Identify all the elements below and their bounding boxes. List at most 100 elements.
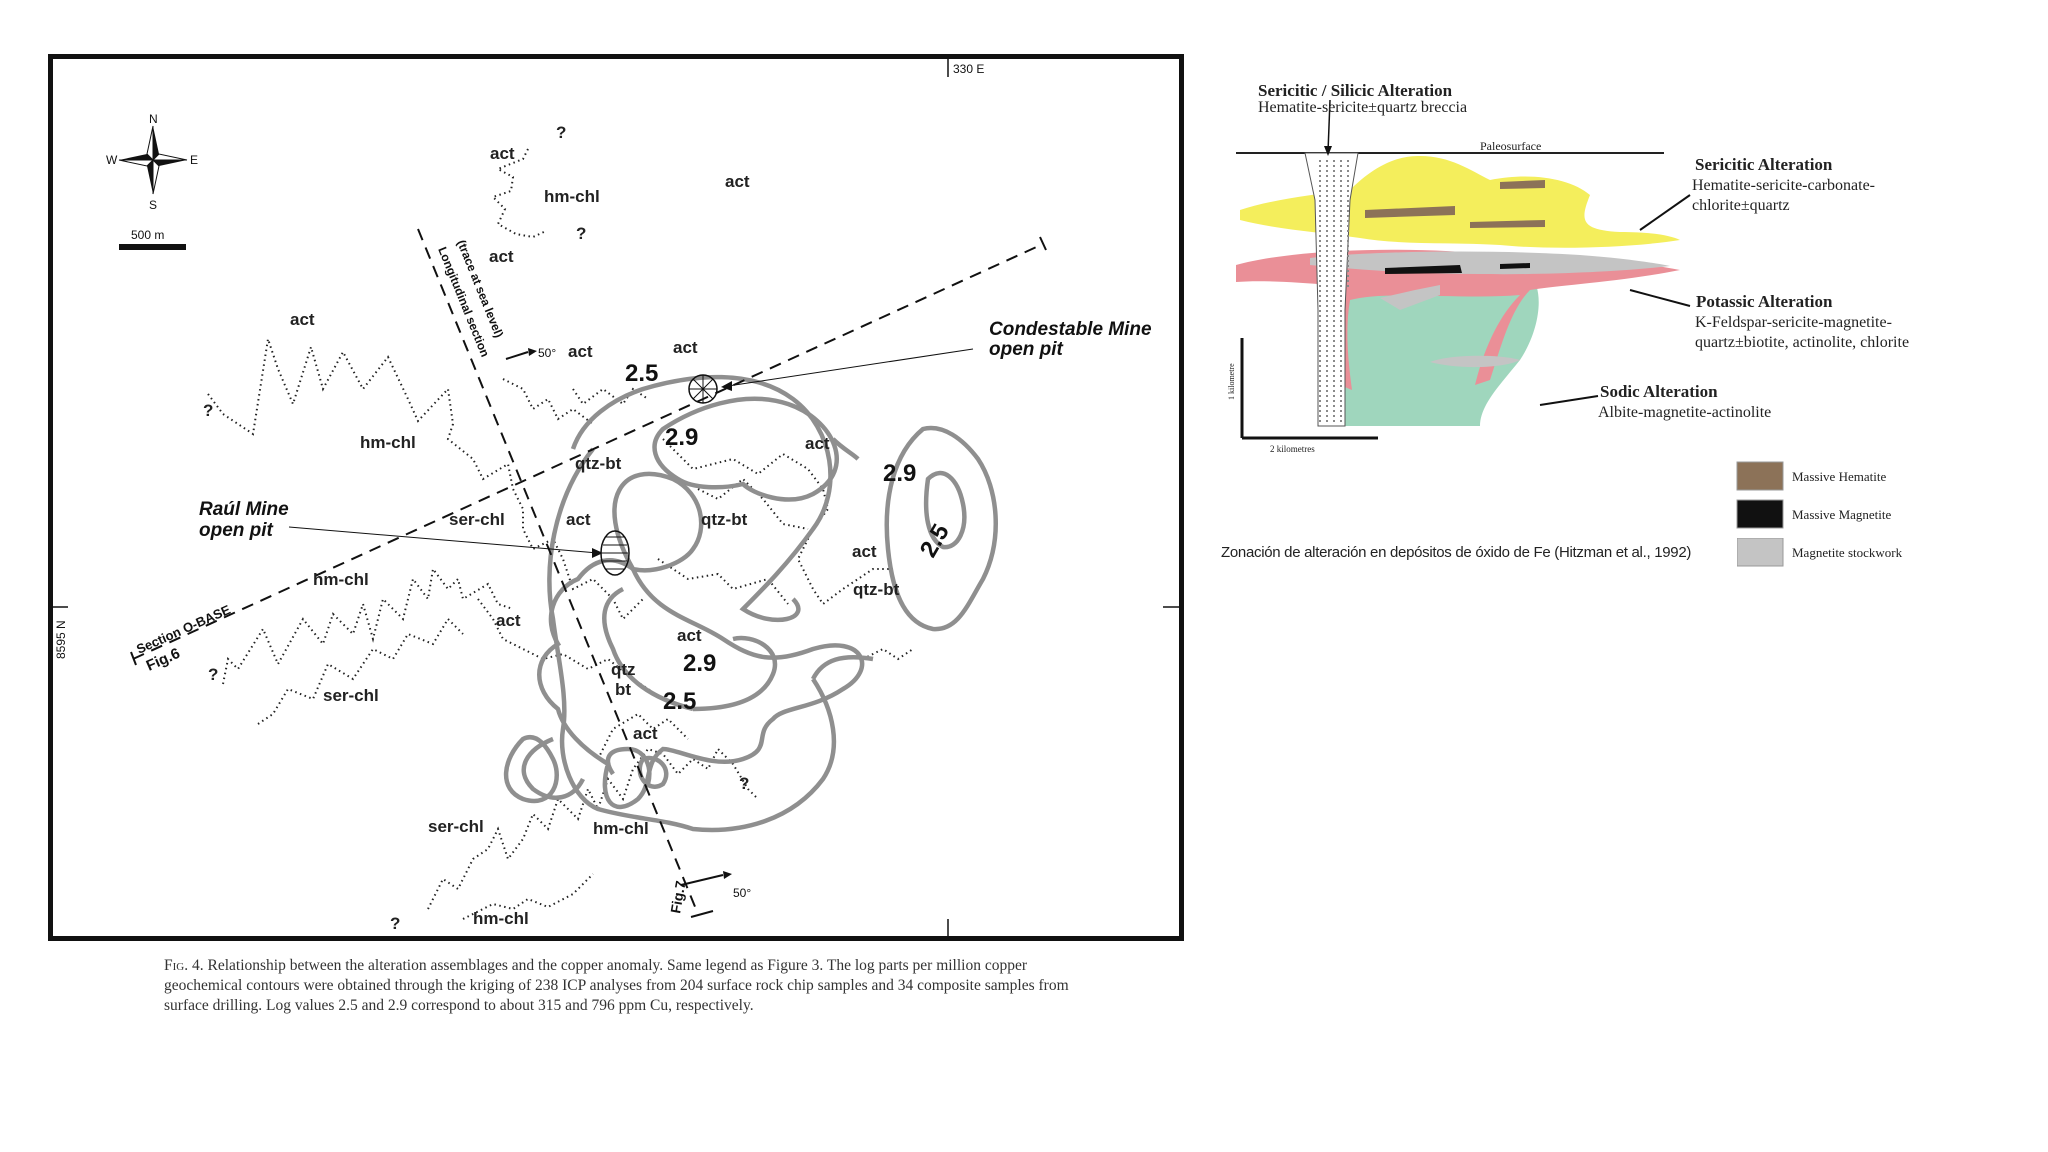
map-label-act: act <box>489 247 514 266</box>
map-label-question: ? <box>208 665 218 684</box>
sericitic-subtitle-2: chlorite±quartz <box>1692 197 1790 214</box>
horizontal-scale-label: 2 kilometres <box>1270 444 1315 454</box>
map-canvas: 330 E 8595 N N S E W 500 m <box>53 59 1179 936</box>
breccia-pipe <box>1304 152 1359 427</box>
zonation-caption: Zonación de alteración en depósitos de ó… <box>1221 544 1692 561</box>
legend-label-magnetite: Massive Magnetite <box>1792 507 1892 522</box>
dip-arrow-top <box>505 351 529 360</box>
legend-swatch-magnetite <box>1736 499 1784 529</box>
geologic-map: 330 E 8595 N N S E W 500 m <box>48 54 1184 941</box>
north-arrow-icon <box>118 125 188 195</box>
map-label-ser-chl: ser-chl <box>323 686 379 705</box>
dip-arrowhead-top <box>528 348 537 356</box>
potassic-alteration-zone <box>1236 249 1680 390</box>
potassic-title: Potassic Alteration <box>1696 292 1833 311</box>
sodic-alteration-zone <box>1338 275 1539 426</box>
contour-label-2-9: 2.9 <box>883 460 916 487</box>
dip-arrow-bottom <box>680 874 724 886</box>
legend-swatch-hematite <box>1736 461 1784 491</box>
raul-mine-label: Raúl Mine <box>199 499 289 520</box>
legend-label-hematite: Massive Hematite <box>1792 469 1886 484</box>
map-label-act: act <box>725 172 750 191</box>
paleosurface-label: Paleosurface <box>1480 139 1541 153</box>
map-label-act: act <box>673 338 698 357</box>
sodic-title: Sodic Alteration <box>1600 382 1718 401</box>
massive-magnetite-body <box>1500 263 1530 269</box>
map-label-act: act <box>290 310 315 329</box>
map-label-ser-chl: ser-chl <box>428 817 484 836</box>
condestable-pit-icon <box>688 374 718 404</box>
map-label-hm-chl: hm-chl <box>473 909 529 928</box>
map-label-act: act <box>633 724 658 743</box>
map-label-act: act <box>568 342 593 361</box>
condestable-leader <box>727 348 974 387</box>
contour-label-2-9: 2.9 <box>683 650 716 677</box>
alteration-boundaries <box>207 148 914 920</box>
map-label-ser-chl: ser-chl <box>449 510 505 529</box>
fig7-end-tick <box>690 910 714 918</box>
magnetite-stockwork-zone <box>1430 355 1520 368</box>
map-label-hm-chl: hm-chl <box>360 433 416 452</box>
legend-swatch-stockwork <box>1737 538 1784 567</box>
raul-pit-icon <box>600 530 630 576</box>
contour-label-2-5: 2.5 <box>915 520 955 562</box>
potassic-leader <box>1629 289 1691 307</box>
raul-pit-label: open pit <box>199 520 274 541</box>
map-label-question: ? <box>203 401 213 420</box>
contour-label-2-5: 2.5 <box>663 688 696 715</box>
map-label-act: act <box>677 626 702 645</box>
caption-figure-number: Fig. 4. <box>164 957 204 974</box>
compass-s: S <box>149 198 157 212</box>
map-label-act: act <box>852 542 877 561</box>
grid-label-northing: 8595 N <box>54 620 68 659</box>
raul-leader <box>288 526 599 554</box>
hematite-lens <box>1365 206 1455 218</box>
compass-n: N <box>149 112 158 126</box>
hematite-lens <box>1500 180 1545 189</box>
map-label-act: act <box>496 611 521 630</box>
map-label-qtz-bt: qtz-bt <box>853 580 900 599</box>
contour-label-2-9: 2.9 <box>665 424 698 451</box>
fig7-label: Fig.7 <box>667 879 688 914</box>
caption-text: Relationship between the alteration asse… <box>164 957 1069 1014</box>
breccia-pipe-dots <box>1319 160 1349 422</box>
sericitic-subtitle-1: Hematite-sericite-carbonate- <box>1692 177 1875 194</box>
condestable-mine-label: Condestable Mine <box>989 319 1152 340</box>
potassic-subtitle-2: quartz±biotite, actinolite, chlorite <box>1695 334 1909 351</box>
map-label-qtz: qtz <box>611 660 636 679</box>
sodic-subtitle: Albite-magnetite-actinolite <box>1598 404 1771 421</box>
contour-label-2-5: 2.5 <box>625 360 658 387</box>
dip-label-bottom: 50° <box>733 886 751 900</box>
condestable-leader-arrow <box>721 381 732 391</box>
dip-label-top: 50° <box>538 346 556 360</box>
map-label-qtz-bt: qtz-bt <box>575 454 622 473</box>
map-label-question: ? <box>739 774 749 793</box>
compass-w: W <box>106 153 118 167</box>
zonation-legend: Massive Hematite Massive Magnetite <box>1736 461 1892 529</box>
massive-magnetite-body <box>1385 265 1462 274</box>
section-o-base-line <box>132 243 1044 660</box>
compass-e: E <box>190 153 198 167</box>
map-label-act: act <box>566 510 591 529</box>
map-label-question: ? <box>576 224 586 243</box>
sericitic-alteration-zone <box>1240 155 1680 248</box>
alteration-zonation-diagram: Paleosurface 1 kilometre 2 kilometres Se… <box>1227 81 1909 529</box>
map-label-hm-chl: hm-chl <box>544 187 600 206</box>
map-label-hm-chl: hm-chl <box>593 819 649 838</box>
scale-bar-label: 500 m <box>131 228 164 242</box>
grid-label-easting: 330 E <box>953 62 984 76</box>
copper-contours <box>503 374 998 833</box>
map-label-question: ? <box>390 914 400 933</box>
raul-leader-arrow <box>592 548 603 558</box>
sodic-leader <box>1539 395 1599 406</box>
map-label-bt: bt <box>615 680 631 699</box>
scale-bar <box>119 244 186 250</box>
sericitic-title: Sericitic Alteration <box>1695 155 1833 174</box>
legend-label-stockwork: Magnetite stockwork <box>1792 545 1903 560</box>
potassic-subtitle-1: K-Feldspar-sericite-magnetite- <box>1695 314 1892 331</box>
map-label-act: act <box>805 434 830 453</box>
map-label-qtz-bt: qtz-bt <box>701 510 748 529</box>
section-label: Section O-BASE <box>134 602 233 657</box>
vertical-scale-label: 1 kilometre <box>1227 363 1236 400</box>
hematite-lens <box>1470 220 1545 228</box>
